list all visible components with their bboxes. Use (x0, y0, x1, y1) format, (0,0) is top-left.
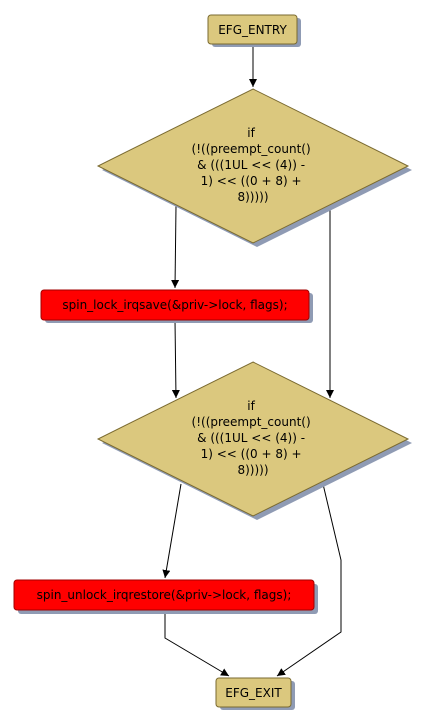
edge-unlock-to-exit (164, 612, 230, 677)
cond2-line: 1) << ((0 + 8) + (201, 447, 302, 461)
node-cond1-label: if (!((preempt_count() & (((1UL << (4)) … (192, 126, 315, 204)
node-unlock-box (13, 579, 315, 611)
cond1-line: if (247, 126, 255, 140)
node-lock: spin_lock_irqsave(&priv->lock, flags); (40, 289, 313, 323)
cond2-line: & (((1UL << (4)) - (197, 431, 305, 445)
node-unlock: spin_unlock_irqrestore(&priv->lock, flag… (13, 579, 318, 614)
node-cond1: if (!((preempt_count() & (((1UL << (4)) … (96, 88, 412, 247)
cond2-line: if (247, 399, 255, 413)
cond1-line: (!((preempt_count() (192, 142, 311, 156)
node-cond1-diamond (96, 88, 410, 244)
node-lock-box (40, 289, 310, 321)
node-entry-box (207, 14, 298, 45)
node-entry-label: EFG_ENTRY (218, 23, 287, 37)
cond2-line: (!((preempt_count() (192, 415, 311, 429)
cond1-line: 8))))) (237, 190, 268, 204)
node-cond2: if (!((preempt_count() & (((1UL << (4)) … (96, 361, 412, 520)
node-cond2-diamond (96, 361, 410, 517)
edge-cond2-to-unlock (162, 483, 182, 579)
node-exit: EFG_EXIT (215, 677, 295, 710)
edge-cond1-to-lock (171, 205, 180, 289)
node-cond2-label: if (!((preempt_count() & (((1UL << (4)) … (192, 399, 315, 477)
cond2-line: 8))))) (237, 463, 268, 477)
edges (162, 45, 342, 677)
cond1-line: 1) << ((0 + 8) + (201, 174, 302, 188)
node-exit-box (215, 677, 292, 708)
cond1-line: & (((1UL << (4)) - (197, 158, 305, 172)
node-lock-label: spin_lock_irqsave(&priv->lock, flags); (62, 298, 287, 312)
node-unlock-label: spin_unlock_irqrestore(&priv->lock, flag… (37, 588, 292, 602)
node-entry: EFG_ENTRY (207, 14, 301, 47)
edge-lock-to-cond2 (171, 319, 180, 399)
node-exit-label: EFG_EXIT (225, 686, 282, 700)
edge-cond2-to-exit (276, 483, 342, 677)
